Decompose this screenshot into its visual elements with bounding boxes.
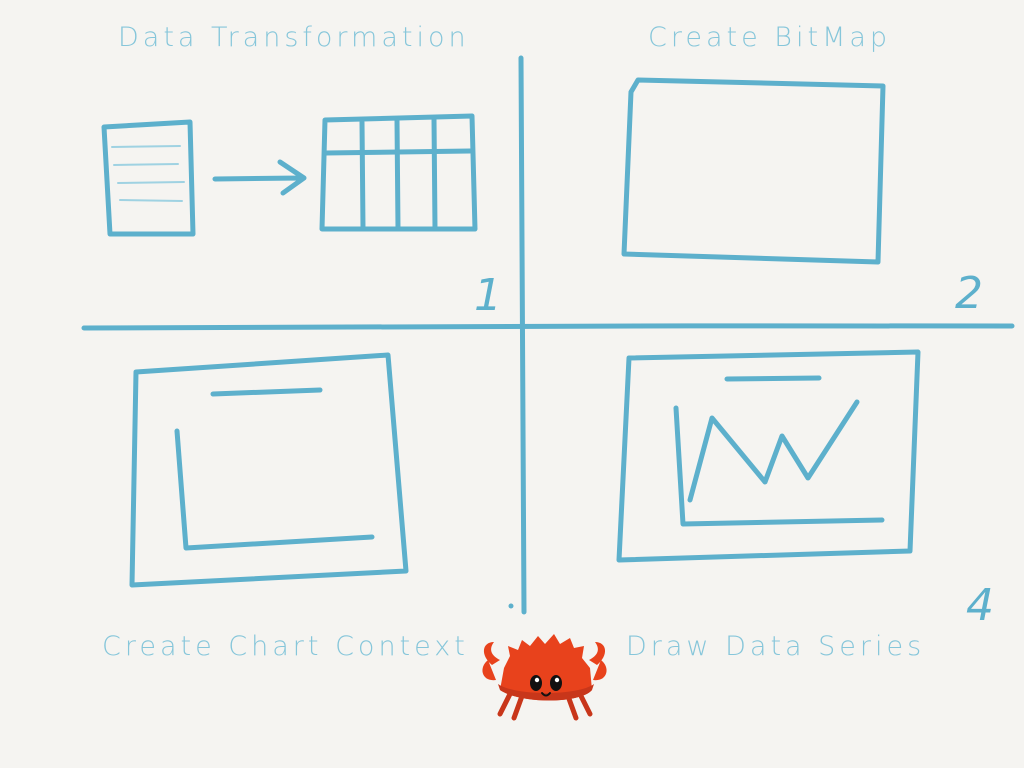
arrow-icon: [212, 159, 307, 196]
step-number-4: 4: [966, 580, 994, 631]
data-series-chart: [616, 349, 921, 563]
horizontal-divider: [81, 323, 1015, 331]
step-number-2: 2: [955, 268, 983, 319]
q1-title: Data Transformation: [118, 22, 470, 53]
q4-title: Draw Data Series: [626, 631, 926, 662]
vertical-divider: [518, 55, 527, 615]
data-series-line: [687, 399, 860, 503]
q2-title: Create BitMap: [648, 22, 892, 53]
document-icon: [101, 119, 196, 237]
table-icon: [319, 113, 478, 232]
crab-mascot-icon: [482, 634, 607, 721]
bitmap-rectangle: [621, 77, 886, 265]
step-number-1: 1: [474, 270, 502, 321]
q3-title: Create Chart Context: [102, 631, 469, 662]
ink-dot: [508, 603, 514, 609]
chart-context-frame: [129, 352, 409, 588]
